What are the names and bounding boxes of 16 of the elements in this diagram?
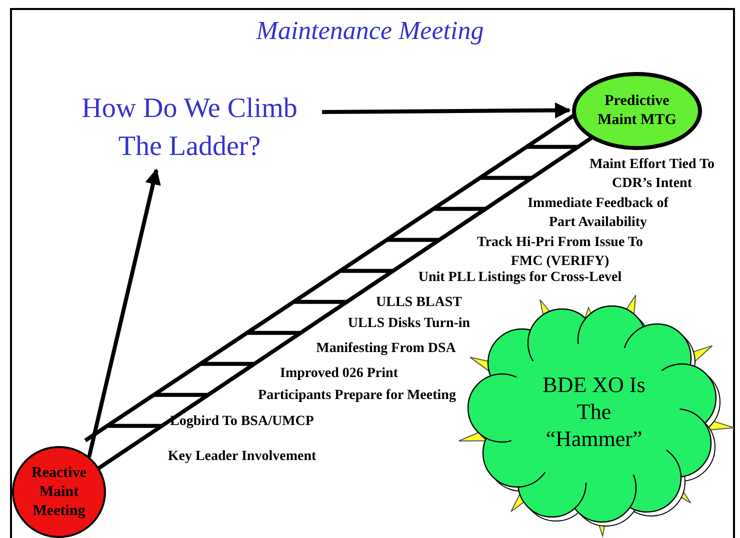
step-text: Key Leader Involvement (168, 448, 316, 466)
step-text: Participants Prepare for Meeting (258, 387, 456, 405)
step-text: Improved 026 Print (280, 365, 398, 383)
ellipse-node: Predictive Maint MTG (572, 72, 702, 150)
step-text: Unit PLL Listings for Cross-Level (418, 269, 622, 287)
step-text: Maint Effort Tied To CDR’s Intent (588, 156, 716, 193)
step-text: Immediate Feedback of Part Availability (526, 195, 670, 232)
step-text: Track Hi-Pri From Issue To FMC (VERIFY) (476, 234, 644, 271)
question-text: How Do We Climb The Ladder? (62, 86, 317, 170)
step-text: ULLS BLAST (376, 294, 462, 312)
step-text: ULLS Disks Turn-in (348, 315, 470, 333)
circle-node: Reactive Maint Meeting (12, 446, 106, 538)
step-text: Manifesting From DSA (316, 340, 456, 358)
title: Maintenance Meeting (255, 16, 485, 46)
arrow (87, 168, 161, 458)
arrow (322, 102, 571, 118)
